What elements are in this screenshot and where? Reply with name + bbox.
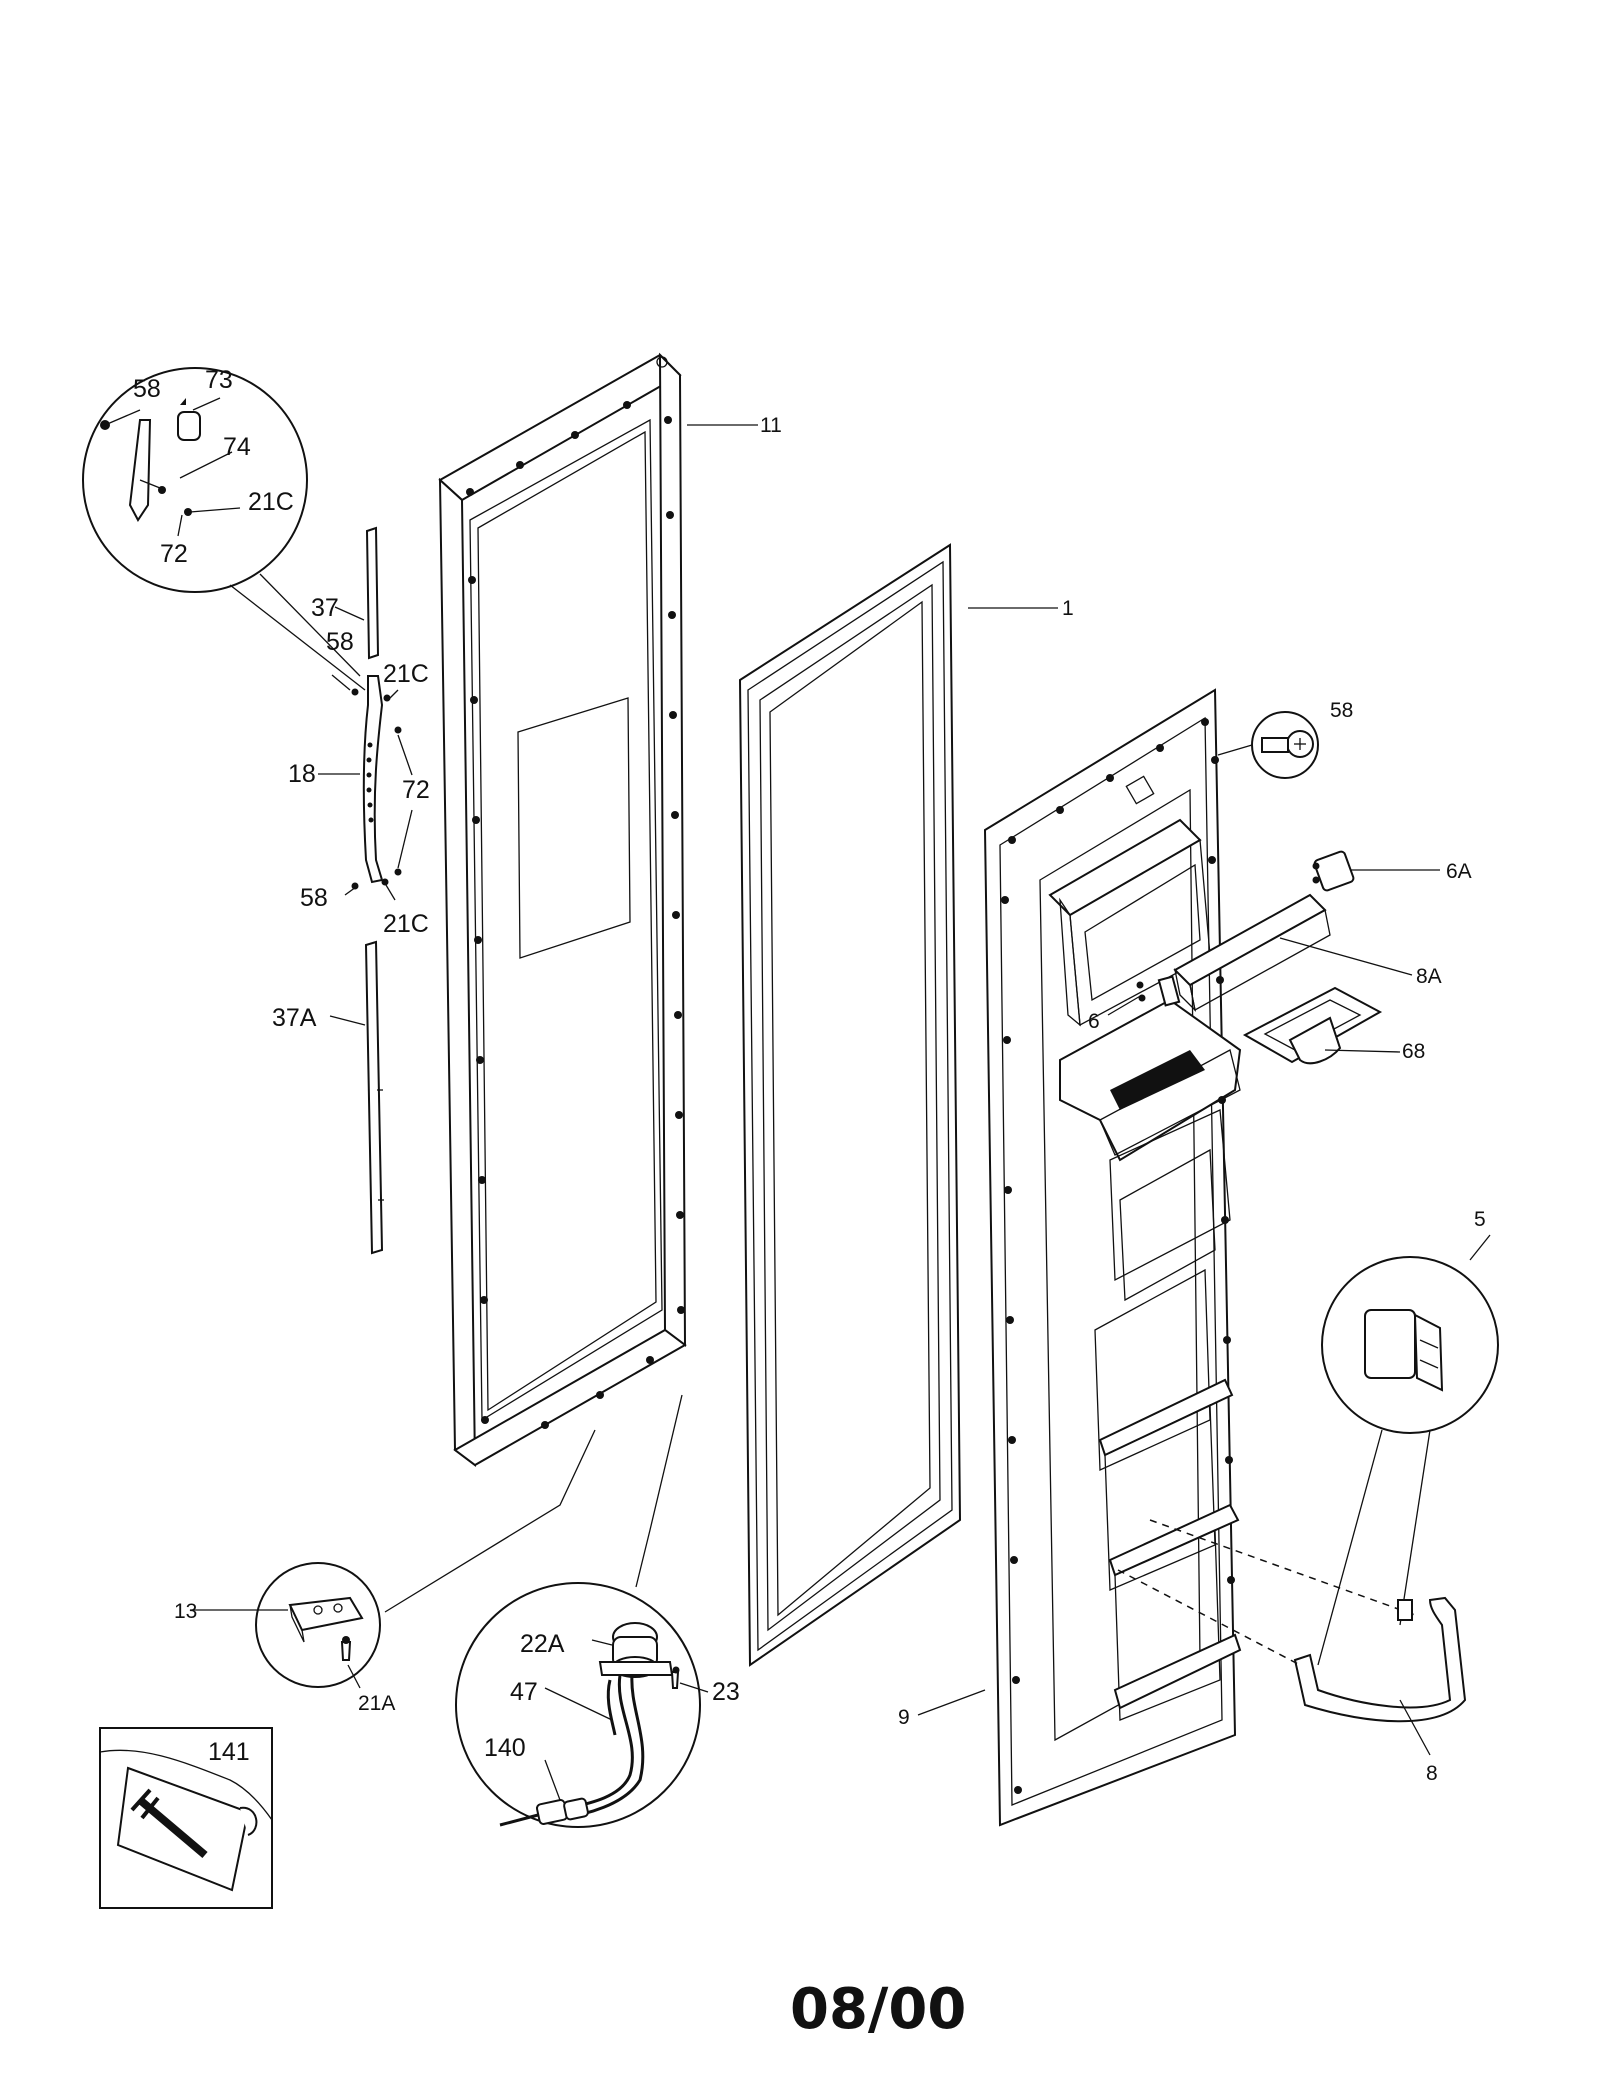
handle-trim-lower xyxy=(364,940,384,1255)
detail-circle-handle-mount xyxy=(82,367,366,691)
label-58-screw: 58 xyxy=(1330,699,1353,722)
label-74: 74 xyxy=(223,433,251,461)
label-6: 6 xyxy=(1088,1010,1100,1033)
label-5: 5 xyxy=(1474,1208,1486,1231)
label-47: 47 xyxy=(510,1678,538,1706)
door-liner xyxy=(983,688,1242,1827)
label-21a: 21A xyxy=(358,1692,395,1715)
part-labels: 58 73 74 21C 72 11 1 58 37 58 21C 18 72 … xyxy=(133,366,1486,1785)
label-37: 37 xyxy=(311,594,339,622)
label-1: 1 xyxy=(1062,597,1074,620)
label-18: 18 xyxy=(288,760,316,788)
handle-trim-upper xyxy=(365,526,380,660)
label-73: 73 xyxy=(205,366,233,394)
label-22a: 22A xyxy=(520,1630,565,1658)
label-11: 11 xyxy=(760,414,782,437)
leader-lines xyxy=(104,397,1440,1801)
label-58-zoom: 58 xyxy=(133,375,161,403)
label-9: 9 xyxy=(898,1706,910,1729)
label-37a: 37A xyxy=(272,1004,317,1032)
actuator-68 xyxy=(1242,986,1383,1065)
detail-circle-clip-5 xyxy=(1317,1234,1499,1666)
footer-code: 08/00 xyxy=(790,1977,966,2042)
label-21c-zoom: 21C xyxy=(248,488,294,516)
door-handle xyxy=(351,675,402,890)
label-72-zoom: 72 xyxy=(160,540,188,568)
label-8: 8 xyxy=(1426,1762,1438,1785)
label-6a: 6A xyxy=(1446,860,1472,883)
label-21c-handle-top: 21C xyxy=(383,660,429,688)
door-outer-panel xyxy=(438,352,687,1468)
label-58-handle-top: 58 xyxy=(326,628,354,656)
clip-6a xyxy=(1312,850,1355,892)
label-58-handle-bottom: 58 xyxy=(300,884,328,912)
label-140: 140 xyxy=(484,1734,526,1762)
label-72-handle: 72 xyxy=(402,776,430,804)
detail-circle-bracket-13 xyxy=(255,1429,596,1688)
label-68: 68 xyxy=(1402,1040,1425,1063)
label-21c-handle-bottom: 21C xyxy=(383,910,429,938)
detail-circle-light-switch xyxy=(455,1394,701,1828)
detail-circle-screw xyxy=(1251,711,1319,779)
label-141: 141 xyxy=(208,1738,250,1766)
shelf-bar-8 xyxy=(1117,1519,1467,1723)
label-8a: 8A xyxy=(1416,965,1442,988)
label-13: 13 xyxy=(174,1600,197,1623)
label-23: 23 xyxy=(712,1678,740,1706)
door-gasket xyxy=(738,543,962,1667)
rail-8a xyxy=(1173,893,1331,1012)
inset-box-141 xyxy=(99,1727,273,1909)
